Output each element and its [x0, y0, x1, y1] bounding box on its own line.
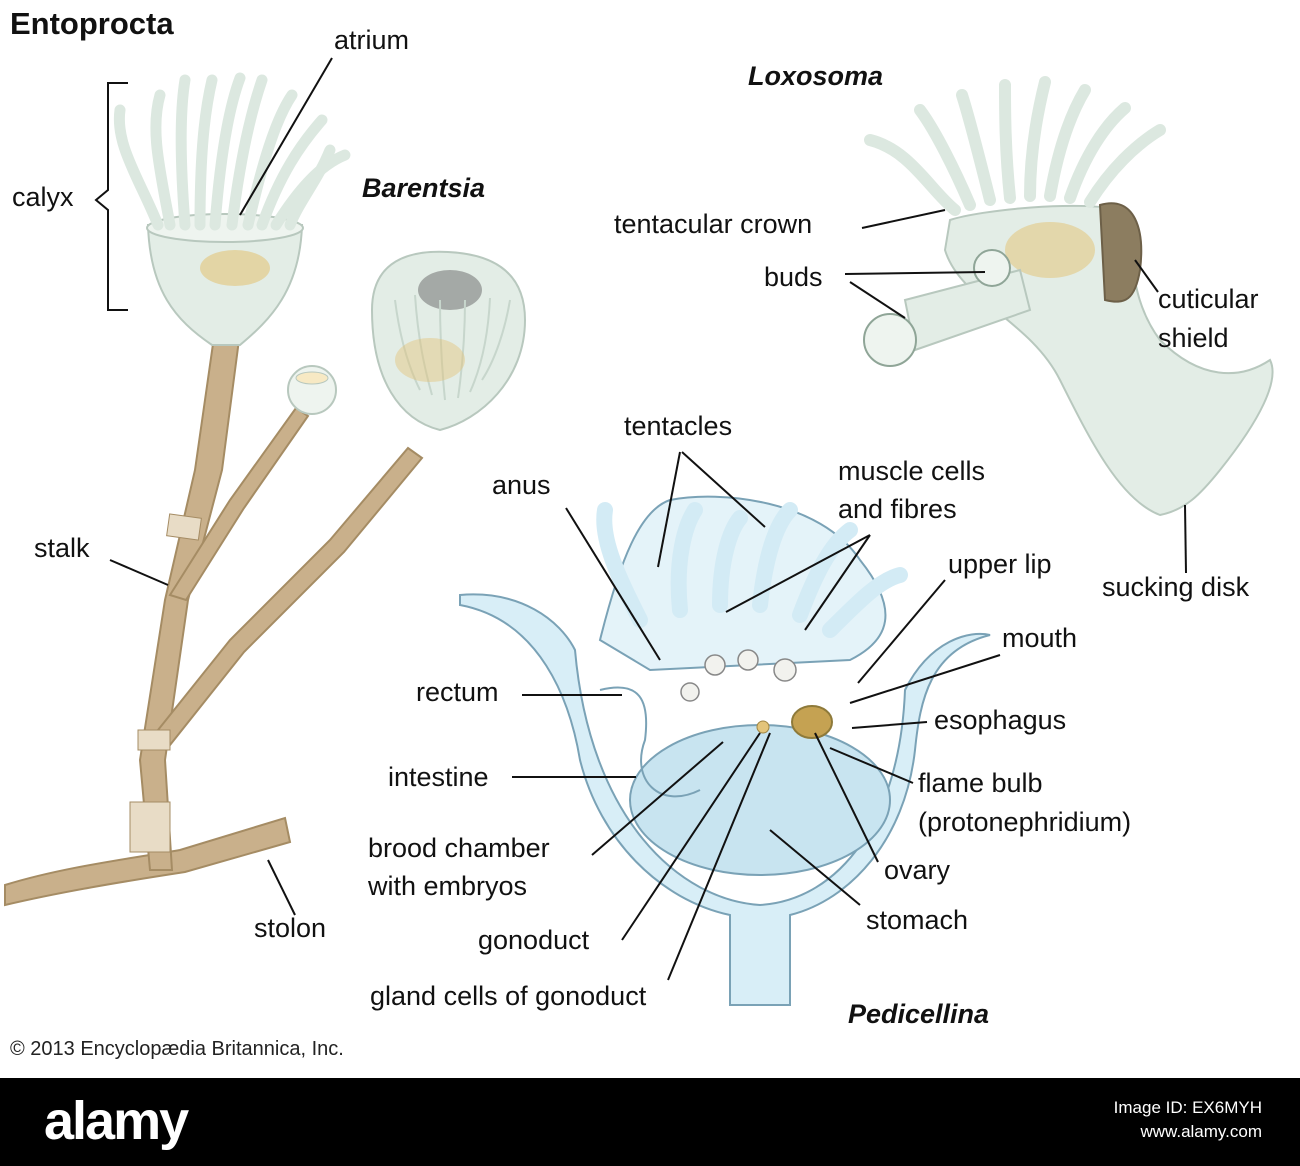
- alamy-logo: alamy: [44, 1091, 189, 1151]
- pedicellina-intestine: [599, 686, 701, 798]
- label-brood-line2: with embryos: [368, 871, 528, 901]
- entoprocta-illustration: [4, 57, 1274, 1006]
- label-intestine: intestine: [388, 762, 489, 792]
- label-stalk: stalk: [34, 533, 90, 563]
- pedicellina-stomach: [629, 724, 891, 876]
- label-muscle-line2: and fibres: [838, 494, 957, 524]
- branch-stalk-1: [168, 406, 310, 602]
- copyright-notice: © 2013 Encyclopædia Britannica, Inc.: [10, 1038, 344, 1060]
- label-stomach: stomach: [866, 905, 969, 935]
- loxosoma-tentacles: [864, 76, 1166, 216]
- pedicellina: [459, 495, 991, 1006]
- label-gonoduct: gonoduct: [478, 925, 590, 955]
- pedicellina-atrium: [598, 495, 887, 672]
- main-stalk: [138, 328, 242, 871]
- image-id: Image ID: EX6MYH: [1113, 1098, 1262, 1117]
- label-anus: anus: [492, 470, 551, 500]
- label-brood-line1: brood chamber: [368, 833, 550, 863]
- barentsia-colony: [4, 72, 527, 907]
- stalk-joint: [137, 729, 171, 751]
- label-atrium: atrium: [334, 25, 410, 55]
- pedicellina-embryos: [680, 649, 797, 702]
- label-ovary: ovary: [884, 855, 951, 885]
- loxosoma-bud-2: [863, 313, 917, 367]
- label-stolon: stolon: [254, 913, 327, 943]
- leader-lines: [109, 57, 1187, 981]
- stalk-joint: [166, 513, 202, 541]
- label-tentacles: tentacles: [624, 411, 733, 441]
- label-flame-bulb-line1: flame bulb: [918, 768, 1043, 798]
- label-tentacular-crown: tentacular crown: [614, 209, 813, 239]
- stalk-joint: [129, 801, 171, 853]
- label-cuticular-shield-line2: shield: [1158, 323, 1229, 353]
- label-muscle-line1: muscle cells: [838, 456, 986, 486]
- label-esophagus: esophagus: [934, 705, 1067, 735]
- label-flame-bulb-line2: (protonephridium): [918, 807, 1132, 837]
- label-sucking-disk: sucking disk: [1102, 572, 1250, 602]
- label-cuticular-shield-line1: cuticular: [1158, 284, 1259, 314]
- pedicellina-tentacles: [596, 502, 908, 638]
- cuticular-shield-shape: [1098, 202, 1143, 303]
- diagram-title: Entoprocta: [10, 6, 174, 41]
- label-calyx: calyx: [12, 182, 74, 212]
- barentsia-tentacles: [113, 72, 351, 231]
- branch-stalk-2: [148, 446, 424, 752]
- label-rectum: rectum: [416, 677, 499, 707]
- closed-calyx: [370, 250, 527, 432]
- loxosoma: [863, 76, 1274, 517]
- stolon-shape: [4, 816, 292, 907]
- label-gland-cells: gland cells of gonoduct: [370, 981, 647, 1011]
- site-url: www.alamy.com: [1140, 1122, 1262, 1141]
- watermark-footer: alamy Image ID: EX6MYH www.alamy.com: [0, 1078, 1300, 1166]
- label-mouth: mouth: [1002, 623, 1078, 653]
- label-upper-lip: upper lip: [948, 549, 1052, 579]
- species-barentsia: Barentsia: [362, 173, 486, 203]
- calyx-bracket: [94, 82, 128, 311]
- label-buds: buds: [764, 262, 823, 292]
- calyx-gut: [200, 250, 270, 286]
- loxosoma-bud-1: [973, 249, 1011, 287]
- species-loxosoma: Loxosoma: [748, 61, 884, 91]
- pedicellina-ovary: [791, 705, 833, 739]
- species-pedicellina: Pedicellina: [848, 999, 990, 1029]
